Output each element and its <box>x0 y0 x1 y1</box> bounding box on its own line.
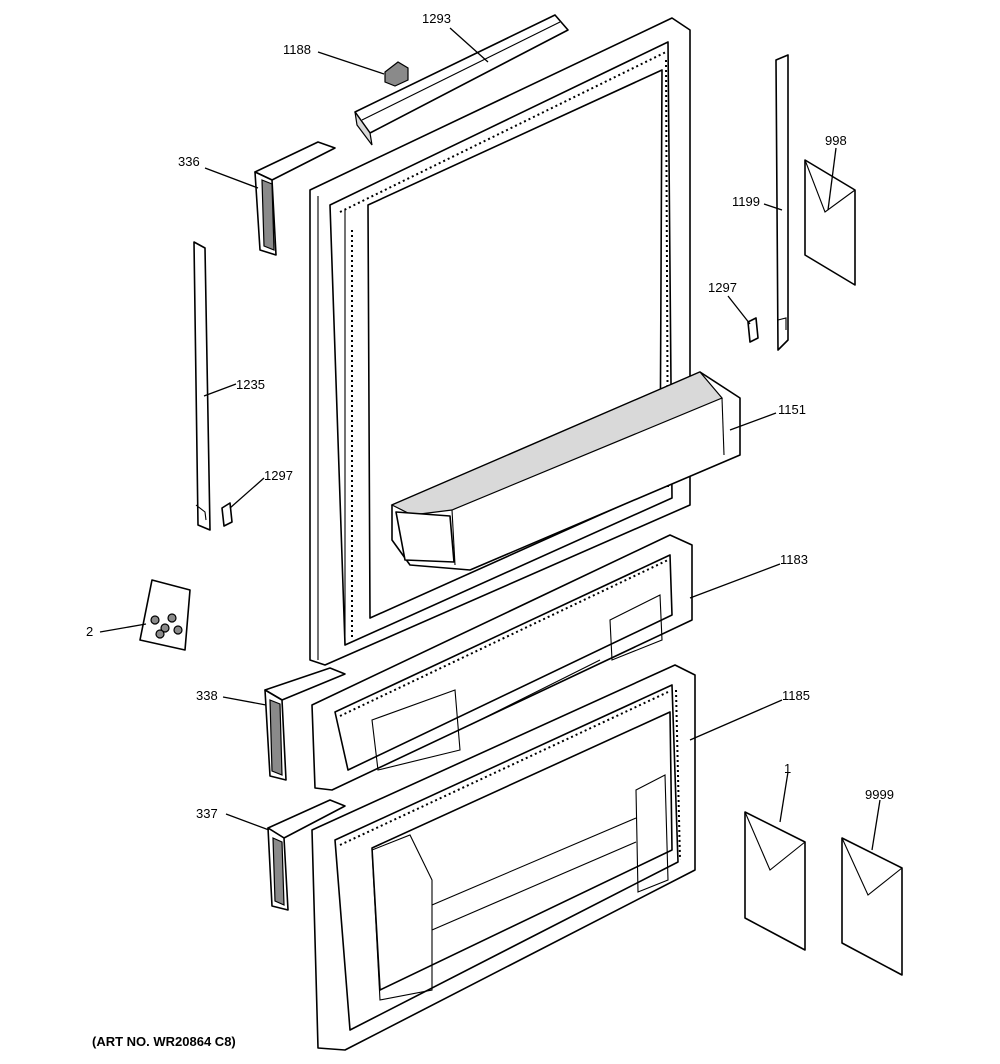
part-2-hardware-bag <box>139 579 191 651</box>
callout-1183: 1183 <box>780 552 808 567</box>
callout-9999: 9999 <box>865 787 894 802</box>
part-1297-clip-left <box>221 502 233 527</box>
callout-1: 1 <box>784 761 791 776</box>
callout-1199: 1199 <box>732 194 760 209</box>
callout-1151: 1151 <box>778 402 806 417</box>
art-number: (ART NO. WR20864 C8) <box>92 1034 236 1049</box>
callout-1188: 1188 <box>283 42 311 57</box>
callout-337: 337 <box>196 806 218 821</box>
callout-1293: 1293 <box>422 11 451 26</box>
part-1151-door-bin <box>390 371 741 571</box>
part-9999-envelope <box>841 837 903 976</box>
callout-1297-left: 1297 <box>264 468 293 483</box>
part-1188-bracket <box>384 61 409 87</box>
callout-338: 338 <box>196 688 218 703</box>
part-1183-drawer-front <box>311 534 693 791</box>
part-1-envelope <box>744 811 806 951</box>
part-1297-clip-right <box>747 317 759 343</box>
callout-2: 2 <box>86 624 93 639</box>
part-1235-side-strip <box>193 241 211 531</box>
callout-1235: 1235 <box>236 377 265 392</box>
callout-1185: 1185 <box>782 688 810 703</box>
part-337-corner-trim <box>267 799 346 911</box>
part-1185-drawer-front <box>311 664 696 1051</box>
part-1199-side-strip <box>775 54 789 351</box>
callout-336: 336 <box>178 154 200 169</box>
callout-998: 998 <box>825 133 847 148</box>
part-336-corner-trim <box>254 141 336 256</box>
leader-lines <box>99 27 881 851</box>
part-998-envelope <box>804 159 856 286</box>
part-338-corner-trim <box>264 667 346 781</box>
part-1293-top-trim <box>354 14 569 146</box>
callout-1297-right: 1297 <box>708 280 737 295</box>
callout-labels: 1293 1188 336 1235 1297 2 338 337 998 11… <box>86 11 894 821</box>
